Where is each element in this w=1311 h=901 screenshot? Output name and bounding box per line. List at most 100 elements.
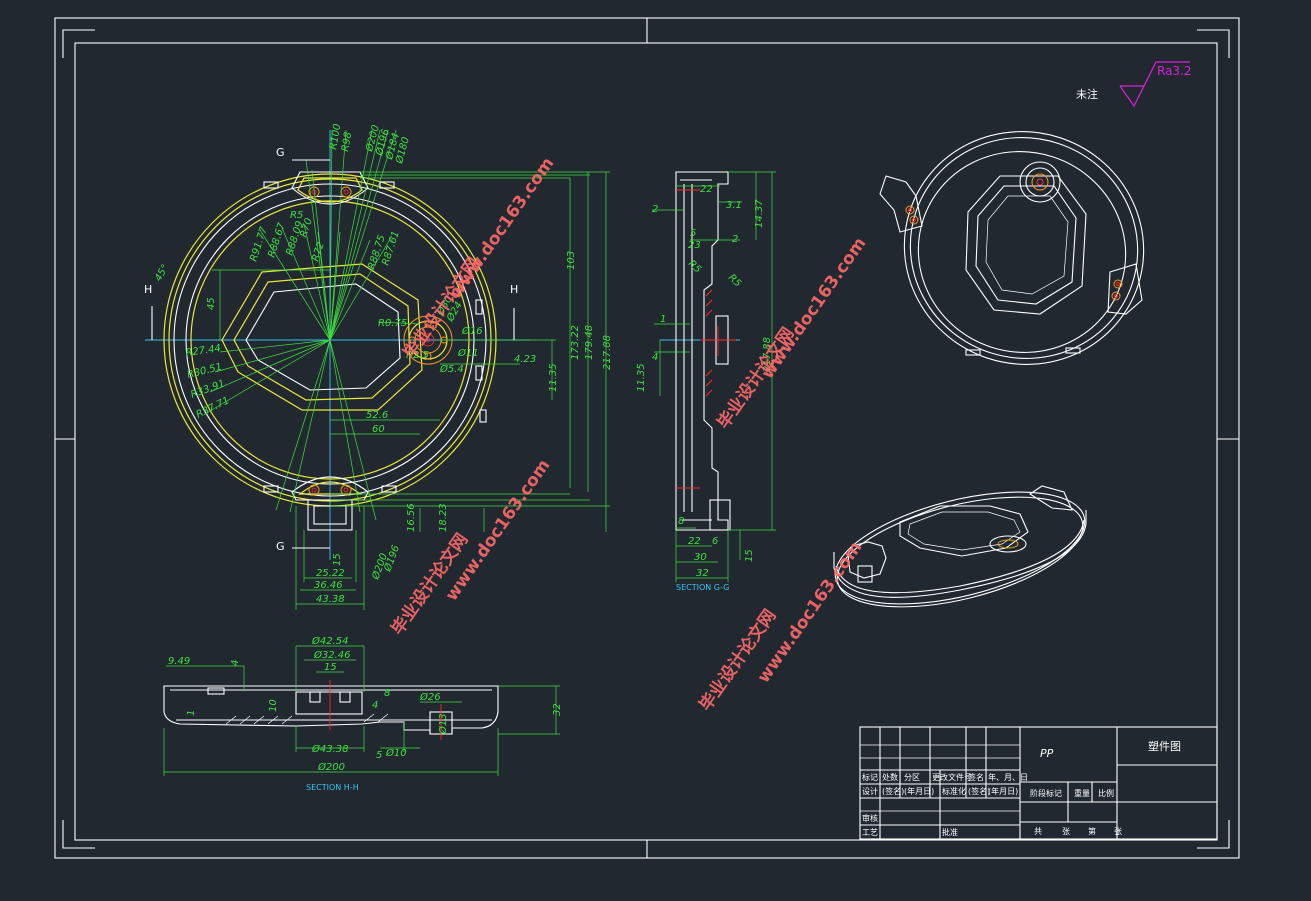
- title-block: PP 塑件图 标记 处数 分区 更改文件号 签名 年、月、日 设计 (签名) (…: [859, 726, 1218, 840]
- hh-dim-d43-38: Ø43.38: [311, 743, 349, 755]
- tb-r2c3: (年月日): [904, 786, 934, 796]
- dim-103: 103: [566, 251, 577, 270]
- tb-r2c6: (年月日): [988, 786, 1018, 796]
- gg-dim-23: 23: [688, 240, 701, 251]
- gg-dim-15: 15: [744, 549, 755, 562]
- tb-r1c4: 更改文件号: [932, 772, 972, 782]
- hh-dim-8: 8: [384, 688, 390, 699]
- watermark-url-2: www.doc163.com: [758, 234, 871, 383]
- roughness-value: Ra3.2: [1157, 64, 1192, 78]
- hh-dim-4-top: 4: [230, 660, 241, 666]
- dim-16-56: 16.56: [406, 503, 417, 532]
- hh-dim-d42-54: Ø42.54: [311, 635, 349, 647]
- tb-total: 共: [1034, 827, 1042, 836]
- tb-r2c2: (签名): [882, 786, 904, 796]
- tb-r1c3: 分区: [904, 773, 920, 782]
- tb-r1c6: 年、月、日: [988, 772, 1028, 782]
- dim-4-23: 4.23: [514, 354, 536, 365]
- dim-60: 60: [372, 424, 385, 435]
- gg-dim-1: 1: [660, 314, 666, 325]
- dim-45: 45: [206, 297, 217, 310]
- tb-scale: 比例: [1098, 788, 1114, 798]
- gg-dim-30: 30: [694, 552, 707, 563]
- dim-r37-71: R37.71: [194, 395, 231, 420]
- cut-h-right: H: [510, 283, 518, 296]
- tb-sheets-b: 张: [1114, 827, 1122, 836]
- dim-r2-5: R2.5: [406, 350, 429, 361]
- watermarks: 毕业设计论文网 www.doc163.com 毕业设计论文网 www.doc16…: [387, 154, 870, 715]
- tb-stage-mark: 阶段标记: [1030, 788, 1062, 798]
- dim-25-22: 25.22: [316, 568, 345, 579]
- section-hh-label: SECTION H-H: [306, 783, 359, 792]
- roughness-note-text: 未注: [1076, 87, 1098, 101]
- hh-dim-4-mid: 4: [372, 700, 378, 711]
- tb-r1c2: 处数: [882, 772, 898, 782]
- cut-g-bottom: G: [276, 540, 285, 553]
- dim-179-48: 179.48: [584, 325, 595, 360]
- dim-43-38: 43.38: [316, 594, 345, 605]
- front-dim-texts: R100 R98 Ø200 Ø196 Ø184 Ø180 45° R91.77 …: [153, 123, 613, 605]
- hh-dim-32: 32: [552, 703, 563, 716]
- gg-dim-r5-b: R5: [726, 272, 743, 289]
- watermark-url-3: www.doc163.com: [442, 456, 555, 605]
- hh-dim-9-49: 9.49: [168, 656, 190, 667]
- hh-dim-10: 10: [268, 699, 279, 712]
- dim-173-22: 173.22: [570, 325, 581, 360]
- iso-view-bottom: [833, 485, 1087, 608]
- section-hh-view: Ø42.54 Ø32.46 15 9.49 4 1 10 4 8 Ø26 Ø13…: [163, 635, 563, 792]
- gg-dim-4: 4: [652, 352, 658, 363]
- tb-process: 工艺: [862, 828, 878, 837]
- iso-view-top: [879, 131, 1145, 365]
- tb-approve: 批准: [942, 827, 958, 837]
- gg-dim-22-bottom: 22: [688, 536, 701, 547]
- dim-r30-51: R30.51: [186, 362, 223, 381]
- cut-h-left: H: [144, 283, 152, 296]
- hh-dim-d13: Ø13: [437, 713, 449, 735]
- tb-no: 第: [1088, 826, 1096, 836]
- cut-markers: G G H H: [144, 146, 518, 553]
- front-view: G G H H R100 R98 Ø200 Ø196 Ø184 Ø180 45°…: [144, 123, 613, 610]
- dim-r98: R98: [340, 131, 354, 152]
- hh-dim-15: 15: [324, 662, 337, 673]
- tb-r2c4: 标准化: [942, 786, 966, 796]
- dim-d16: Ø16: [461, 325, 483, 337]
- tb-r1c5: 签名: [968, 772, 984, 782]
- watermark-url-1: www.doc163.com: [446, 154, 559, 303]
- dim-d5-4: Ø5.4: [439, 363, 464, 375]
- hh-dimension-lines: [163, 645, 560, 776]
- tb-sheets-a: 张: [1062, 827, 1070, 836]
- dim-r0-75: R0.75: [378, 318, 407, 329]
- dim-45deg: 45°: [153, 263, 171, 284]
- dim-r72: R72: [310, 241, 327, 263]
- hh-dim-texts: Ø42.54 Ø32.46 15 9.49 4 1 10 4 8 Ø26 Ø13…: [168, 635, 563, 773]
- hh-dim-5: 5: [376, 750, 382, 761]
- leader-lines: [204, 129, 421, 521]
- tb-weight: 重量: [1074, 788, 1090, 798]
- front-dimension-lines: [212, 171, 610, 610]
- gg-dim-217-88: 217.88: [762, 337, 773, 372]
- gg-dim-11-35: 11.35: [636, 363, 647, 392]
- hh-dim-d26: Ø26: [419, 691, 441, 703]
- dim-r5: R5: [290, 210, 303, 221]
- hh-dim-d32-46: Ø32.46: [313, 649, 351, 661]
- dim-217-88: 217.88: [602, 335, 613, 370]
- gg-dim-2-right: 2: [732, 234, 738, 245]
- tb-r2c5: (签名): [968, 786, 990, 796]
- cut-g-top: G: [276, 146, 285, 159]
- gg-dim-32: 32: [696, 568, 709, 579]
- dim-11-35: 11.35: [548, 363, 559, 392]
- gg-dim-22-top: 22: [700, 184, 713, 195]
- hh-dim-1: 1: [186, 710, 197, 716]
- hh-dim-d200: Ø200: [317, 761, 345, 773]
- roughness-note: 未注 Ra3.2: [1076, 61, 1192, 108]
- gg-dim-6: 6: [712, 536, 718, 547]
- sheet-border: [54, 17, 1240, 859]
- gg-dim-5: 5: [690, 228, 696, 239]
- gg-dim-14-37: 14.37: [754, 199, 765, 228]
- tb-review: 审核: [862, 813, 878, 823]
- gg-dim-3-1: 3.1: [726, 200, 742, 211]
- drawing-title: 塑件图: [1148, 739, 1181, 753]
- tb-r2c1: 设计: [862, 786, 878, 796]
